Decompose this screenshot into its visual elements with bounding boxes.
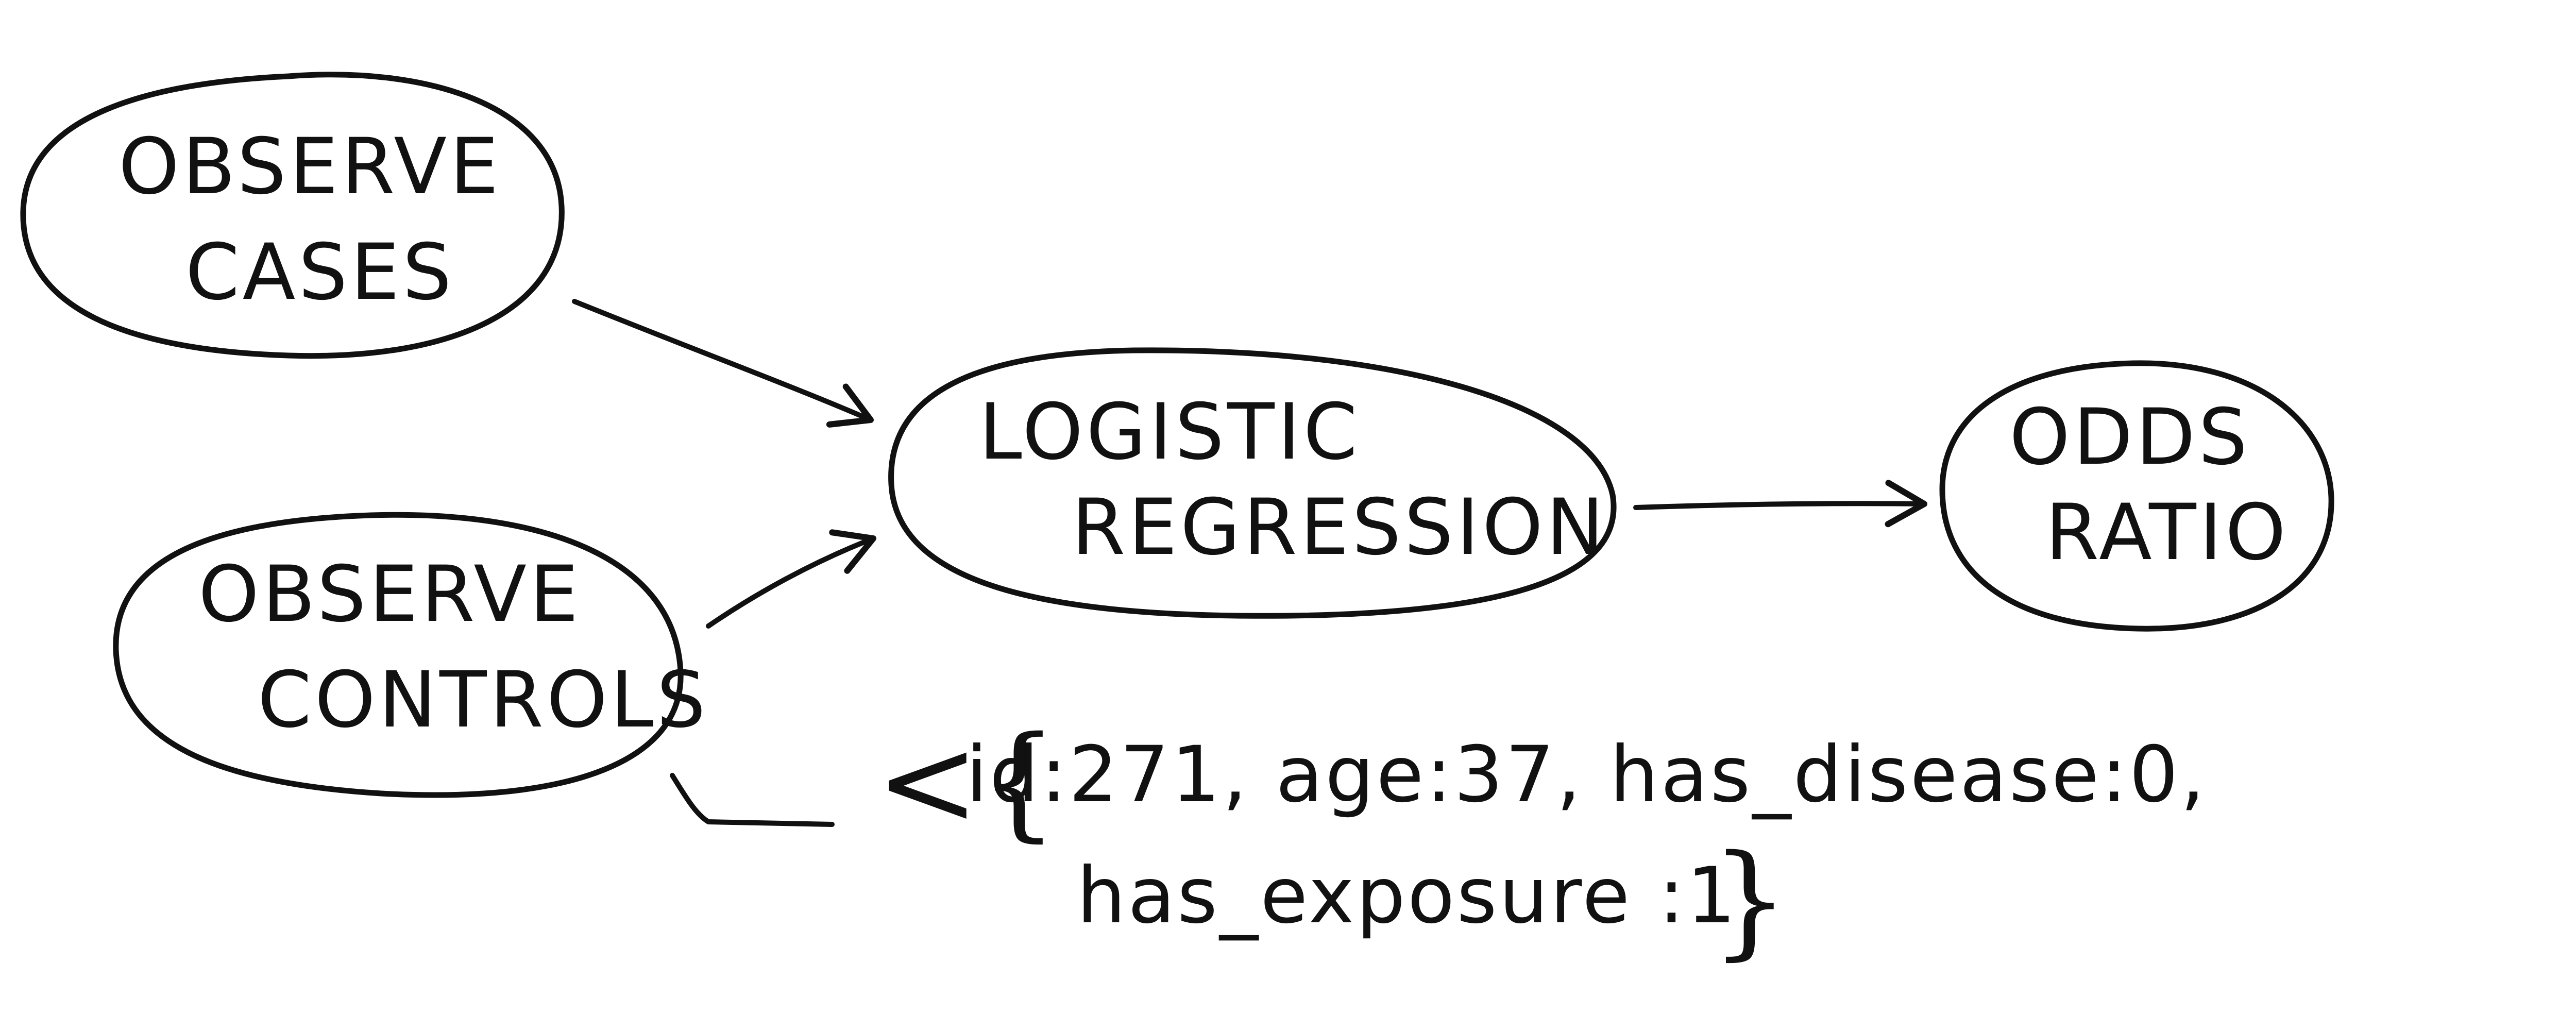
odds-ratio-line1: ODDS xyxy=(2009,393,2250,482)
observe-controls-outline xyxy=(113,512,684,798)
arrow-controls-to-regression xyxy=(706,529,876,629)
record-line2: has_exposure :1 xyxy=(1077,851,1738,941)
record-line1: id:271, age:37, has_disease:0, xyxy=(966,730,2207,820)
observe-cases-line2: CASES xyxy=(185,228,455,317)
observe-cases-outline xyxy=(20,72,565,359)
observe-cases-line1: OBSERVE xyxy=(118,122,502,212)
odds-ratio-line2: RATIO xyxy=(2045,488,2289,578)
controls-record-connector xyxy=(670,773,835,827)
arrow-regression-to-odds xyxy=(1633,480,1927,528)
record-open-brace: <{ xyxy=(876,709,1058,854)
node-observe-cases: OBSERVE CASES xyxy=(20,72,565,359)
node-observe-controls: OBSERVE CONTROLS xyxy=(113,512,709,798)
odds-ratio-outline xyxy=(1939,360,2334,632)
record-close-brace: } xyxy=(1710,828,1789,972)
logistic-regression-outline xyxy=(888,347,1617,619)
arrow-cases-to-regression xyxy=(572,299,874,428)
example-record: <{ id:271, age:37, has_disease:0, has_ex… xyxy=(876,709,2207,972)
logistic-regression-line2: REGRESSION xyxy=(1072,483,1607,572)
logistic-regression-line1: LOGISTIC xyxy=(979,387,1361,477)
observe-controls-line2: CONTROLS xyxy=(258,655,709,745)
observe-controls-line1: OBSERVE xyxy=(198,550,582,639)
node-odds-ratio: ODDS RATIO xyxy=(1939,360,2334,632)
node-logistic-regression: LOGISTIC REGRESSION xyxy=(888,347,1617,619)
